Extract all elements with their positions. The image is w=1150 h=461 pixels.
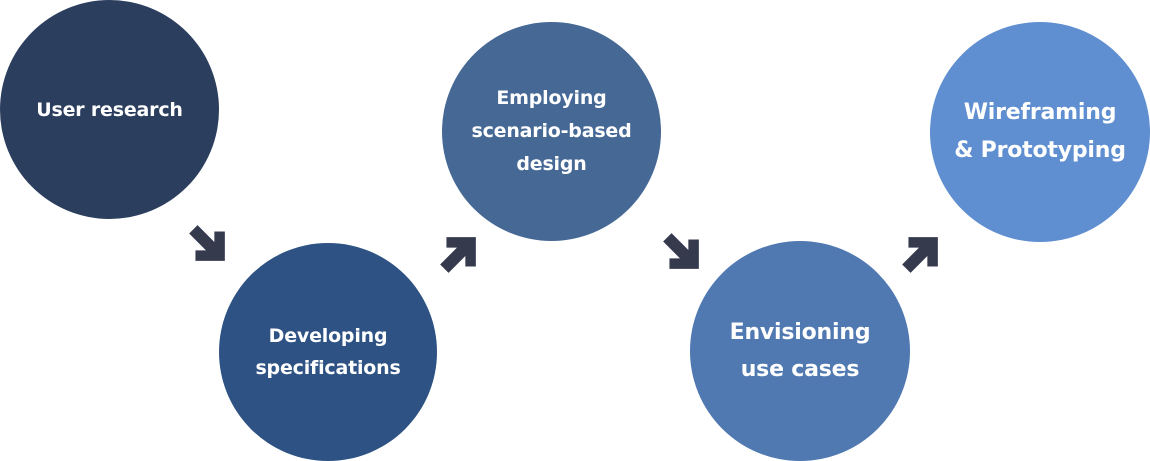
- arrow-up-right-icon: [899, 234, 941, 276]
- step-label: Wireframing & Prototyping: [954, 100, 1126, 163]
- step-label: Developing specifications: [255, 325, 401, 379]
- step-wireframing-prototyping: Wireframing & Prototyping: [930, 22, 1150, 242]
- step-label: Envisioning use cases: [729, 320, 871, 382]
- step-label: User research: [36, 98, 183, 121]
- arrow-up-right-icon: [437, 234, 479, 276]
- arrow-down-right-icon: [660, 230, 702, 272]
- step-developing-specifications: Developing specifications: [219, 243, 437, 461]
- step-envisioning-use-cases: Envisioning use cases: [690, 241, 910, 461]
- step-label: Employing scenario-based design: [471, 87, 632, 175]
- step-user-research: User research: [0, 0, 219, 219]
- step-scenario-based-design: Employing scenario-based design: [442, 22, 661, 241]
- arrow-down-right-icon: [186, 222, 228, 264]
